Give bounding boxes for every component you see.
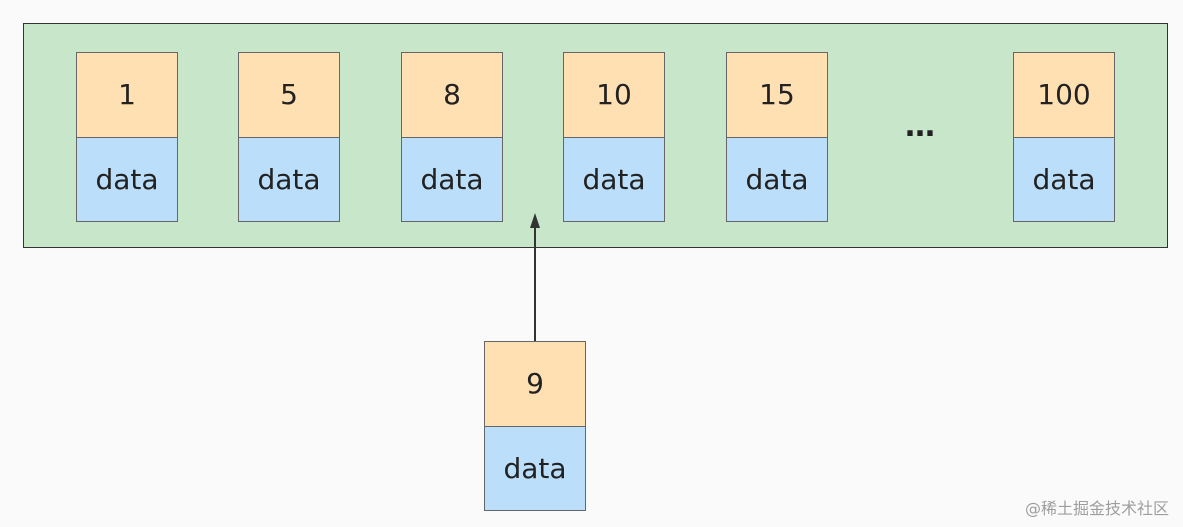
new-record-9: 9 data — [484, 341, 586, 511]
record-data: data — [77, 137, 177, 221]
ellipsis: … — [905, 109, 935, 144]
record-key: 8 — [402, 53, 502, 138]
page-record-15: 15 data — [726, 52, 828, 222]
page-record-8: 8 data — [401, 52, 503, 222]
record-key: 100 — [1014, 53, 1114, 138]
page-record-100: 100 data — [1013, 52, 1115, 222]
page-record-10: 10 data — [563, 52, 665, 222]
watermark: @稀土掘金技术社区 — [1024, 499, 1169, 518]
page-record-5: 5 data — [238, 52, 340, 222]
record-data: data — [564, 137, 664, 221]
record-key: 10 — [564, 53, 664, 138]
record-data: data — [727, 137, 827, 221]
record-data: data — [1014, 137, 1114, 221]
record-data: data — [485, 426, 585, 510]
record-key: 15 — [727, 53, 827, 138]
page-record-1: 1 data — [76, 52, 178, 222]
record-key: 1 — [77, 53, 177, 138]
record-data: data — [239, 137, 339, 221]
record-key: 9 — [485, 342, 585, 427]
record-data: data — [402, 137, 502, 221]
record-key: 5 — [239, 53, 339, 138]
